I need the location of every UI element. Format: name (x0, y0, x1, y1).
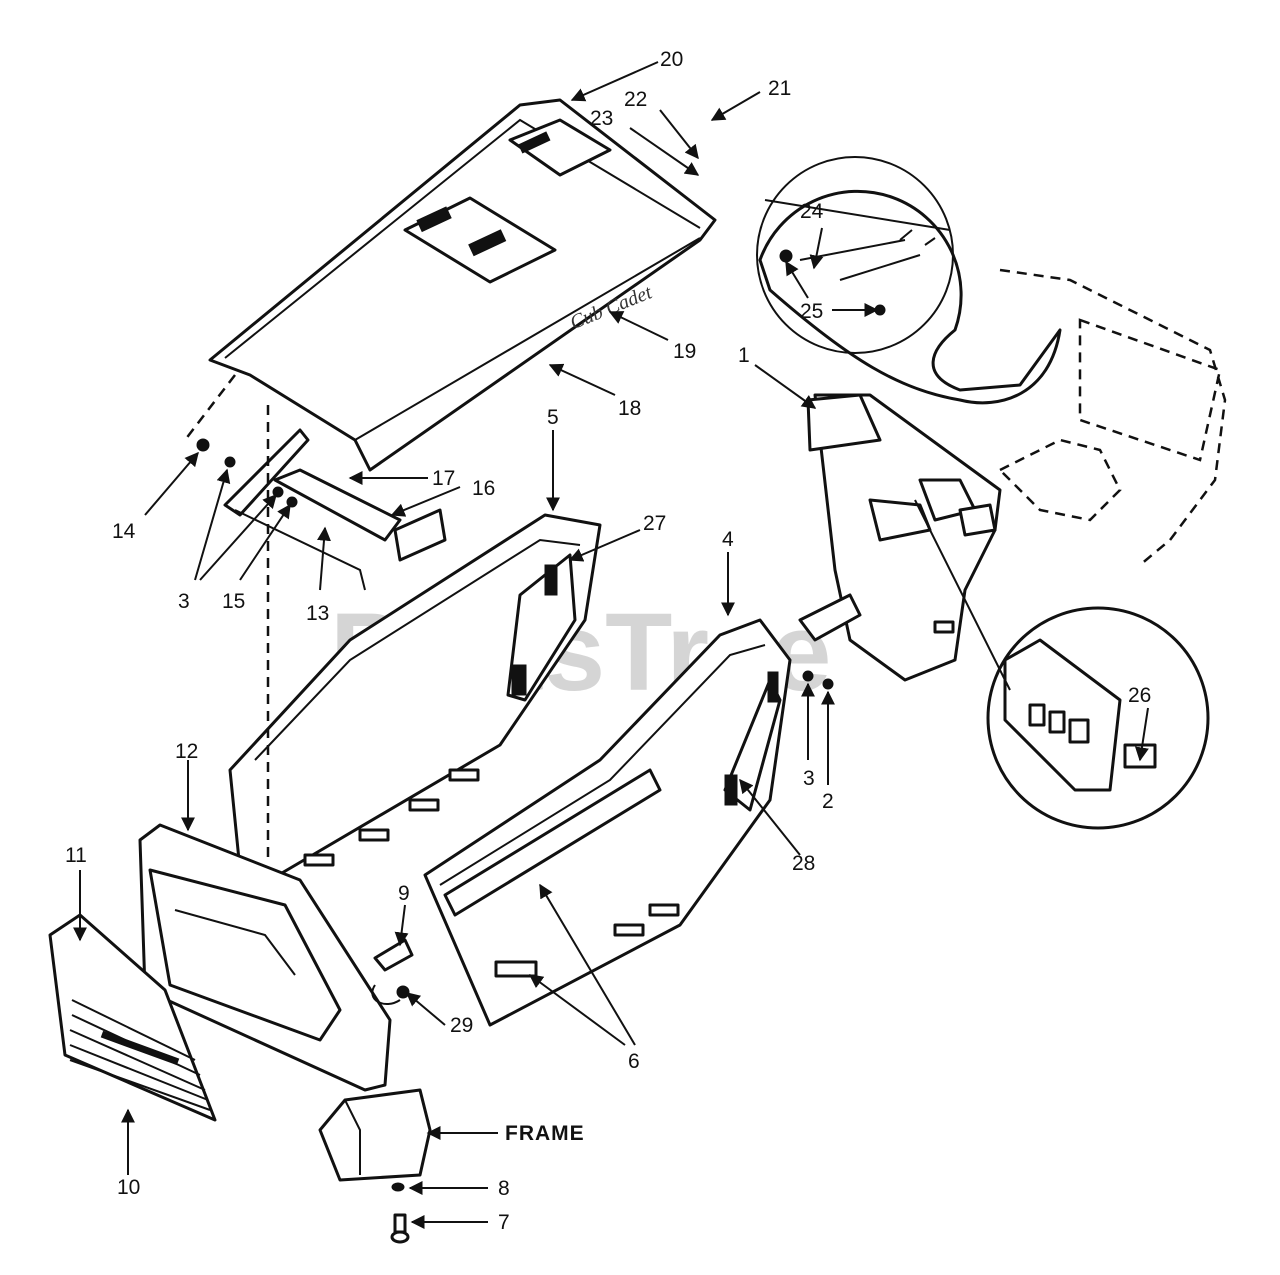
frame-label: FRAME (505, 1122, 585, 1145)
callout-25: 25 (800, 300, 823, 323)
callout-26: 26 (1128, 684, 1151, 707)
callout-22: 22 (624, 88, 647, 111)
callout-24: 24 (800, 200, 824, 223)
callout-7: 7 (498, 1211, 510, 1234)
callout-12: 12 (175, 740, 198, 763)
hood-bracket (196, 428, 447, 591)
hood: Cub Cadet (208, 98, 717, 472)
callout-3-left: 3 (178, 590, 190, 613)
leader-lines (73, 61, 1149, 1229)
callout-8: 8 (498, 1177, 510, 1200)
callout-2: 2 (822, 790, 834, 813)
guide-line-hood (184, 374, 236, 441)
callout-23: 23 (590, 107, 613, 130)
callout-10: 10 (117, 1176, 140, 1199)
callout-9: 9 (398, 882, 410, 905)
callout-27: 27 (643, 512, 666, 535)
callout-4: 4 (722, 528, 734, 551)
callout-17: 17 (432, 467, 455, 490)
callouts: 20 21 22 23 24 25 1 19 18 17 16 14 3 15 … (65, 48, 1151, 1234)
callout-20: 20 (660, 48, 683, 71)
inset-detail-top (756, 156, 1062, 405)
right-side-panel (423, 618, 834, 1027)
left-side-panel (228, 513, 602, 882)
callout-19: 19 (673, 340, 696, 363)
callout-6: 6 (628, 1050, 640, 1073)
callout-16: 16 (472, 477, 495, 500)
callout-15: 15 (222, 590, 245, 613)
callout-13: 13 (306, 602, 329, 625)
callout-28: 28 (792, 852, 815, 875)
callout-29: 29 (450, 1014, 473, 1037)
callout-1: 1 (738, 344, 750, 367)
callout-11: 11 (65, 844, 87, 867)
callout-14: 14 (112, 520, 136, 543)
grille (48, 913, 217, 1122)
steering-console-outline (997, 268, 1227, 566)
callout-18: 18 (618, 397, 641, 420)
callout-21: 21 (768, 77, 791, 100)
frame-mount (318, 938, 432, 1244)
callout-5: 5 (547, 406, 559, 429)
dashboard-panel (798, 393, 1002, 682)
callout-3-right: 3 (803, 767, 815, 790)
front-bezel (138, 823, 392, 1092)
